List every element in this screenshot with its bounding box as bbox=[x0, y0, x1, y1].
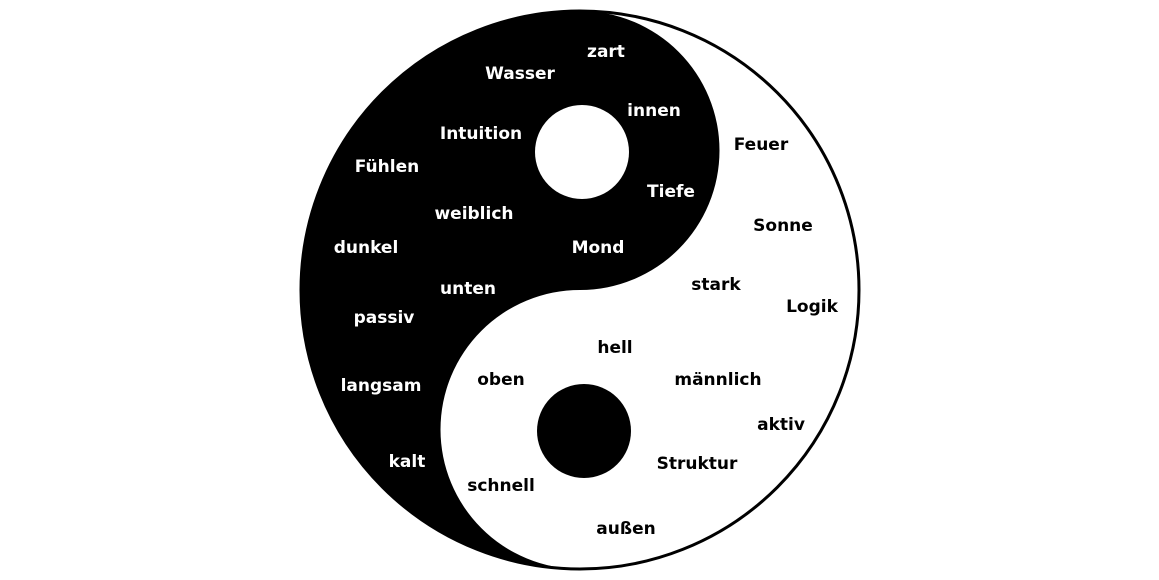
yang-word: Logik bbox=[786, 297, 839, 317]
yin-word: unten bbox=[440, 279, 496, 299]
yang-word: aktiv bbox=[757, 415, 805, 435]
yin-word: Fühlen bbox=[355, 157, 419, 177]
yin-word: Mond bbox=[572, 238, 625, 258]
yang-word: Feuer bbox=[734, 135, 789, 155]
yang-word: stark bbox=[691, 275, 741, 295]
yin-word: passiv bbox=[354, 308, 415, 328]
yang-dot bbox=[535, 105, 629, 199]
yin-word: dunkel bbox=[334, 238, 399, 258]
yin-word: Tiefe bbox=[647, 182, 695, 202]
yang-word: Sonne bbox=[753, 216, 813, 236]
yang-word: oben bbox=[477, 370, 524, 390]
yang-word: außen bbox=[596, 519, 655, 539]
yang-word: schnell bbox=[467, 476, 535, 496]
yin-dot bbox=[537, 384, 631, 478]
yin-word: innen bbox=[627, 101, 681, 121]
yin-word: zart bbox=[587, 42, 625, 62]
yin-word: langsam bbox=[341, 376, 422, 396]
yang-word: Struktur bbox=[657, 454, 738, 474]
yin-word: weiblich bbox=[434, 204, 513, 224]
yin-word: kalt bbox=[389, 452, 426, 472]
yin-word: Intuition bbox=[440, 124, 522, 144]
yang-word: männlich bbox=[674, 370, 761, 390]
yang-word: hell bbox=[597, 338, 632, 358]
yin-word: Wasser bbox=[485, 64, 555, 84]
